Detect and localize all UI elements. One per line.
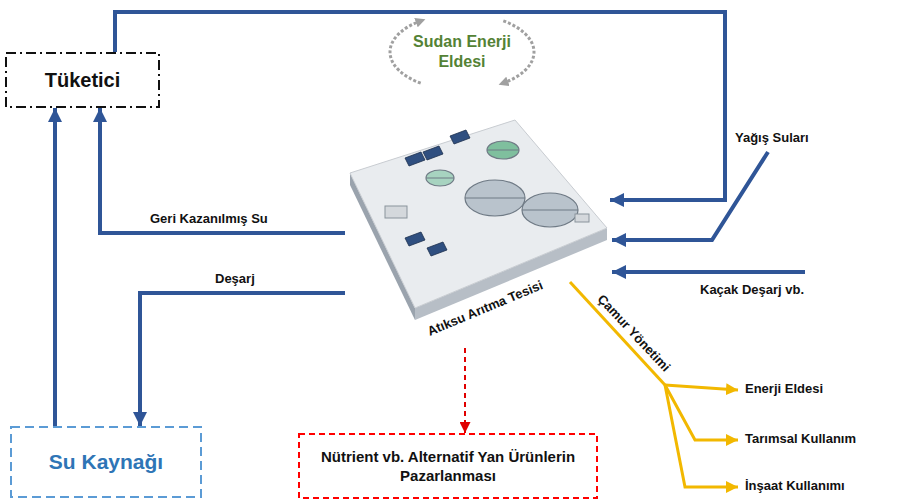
node-text: Tüketici — [45, 67, 121, 93]
building-symbol — [385, 206, 407, 218]
tank-symbol — [465, 180, 525, 216]
box-outline — [298, 433, 598, 499]
tank-symbol — [426, 170, 454, 186]
box-border — [299, 434, 597, 498]
energy-label: Sudan Enerji Eldesi — [407, 32, 517, 72]
building-symbol — [575, 214, 589, 222]
node-text: Nütrient vb. Alternatif Yan Ürünlerin Pa… — [313, 447, 583, 486]
solar-panel — [405, 152, 425, 166]
inflow-arrow — [612, 270, 805, 274]
box-border — [11, 427, 201, 497]
sludge-use-label: İnşaat Kullanımı — [745, 478, 845, 493]
inflow-label: Kaçak Deşarj vb. — [700, 282, 804, 297]
flow-connector — [464, 348, 466, 433]
sludge-branch — [665, 385, 738, 390]
sludge-branch — [665, 385, 738, 440]
sludge-line — [570, 282, 665, 385]
sludge-branch — [665, 385, 738, 487]
flow-connector — [53, 108, 57, 426]
treatment-plant: Atıksu Arıtma Tesisi — [345, 118, 610, 348]
node-text: Su Kaynağı — [49, 448, 163, 475]
solar-panel — [450, 130, 470, 144]
edge-label: Deşarj — [215, 271, 255, 286]
byproduct-box: Nütrient vb. Alternatif Yan Ürünlerin Pa… — [298, 433, 598, 499]
cycle-arrow — [390, 21, 421, 83]
inflow-label: Yağış Suları — [735, 130, 809, 145]
platform-top — [350, 120, 607, 308]
tank-bridge — [522, 210, 578, 211]
sludge-use-label: Enerji Eldesi — [745, 381, 823, 396]
tank-symbol — [487, 141, 519, 159]
cycle-arrows — [390, 21, 534, 83]
flow-connector — [140, 293, 345, 426]
sludge-label: Çamur Yönetimi — [595, 292, 674, 375]
tank-bridge — [426, 178, 454, 179]
box-border — [6, 53, 159, 107]
tank-bridge — [465, 198, 525, 199]
consumer-box: Tüketici — [5, 52, 160, 108]
solar-panel — [427, 242, 447, 256]
flow-connector — [100, 108, 345, 233]
solar-panel — [423, 146, 443, 160]
inflow-arrow — [612, 152, 768, 240]
edge-label: Geri Kazanılmış Su — [150, 211, 268, 226]
sludge-use-label: Tarımsal Kullanım — [745, 431, 856, 446]
cycle-arrow — [503, 21, 534, 83]
tank-bridge — [487, 150, 519, 151]
water-source-box: Su Kaynağı — [10, 426, 202, 498]
solar-panel — [405, 232, 425, 246]
tank-symbol — [522, 193, 578, 227]
